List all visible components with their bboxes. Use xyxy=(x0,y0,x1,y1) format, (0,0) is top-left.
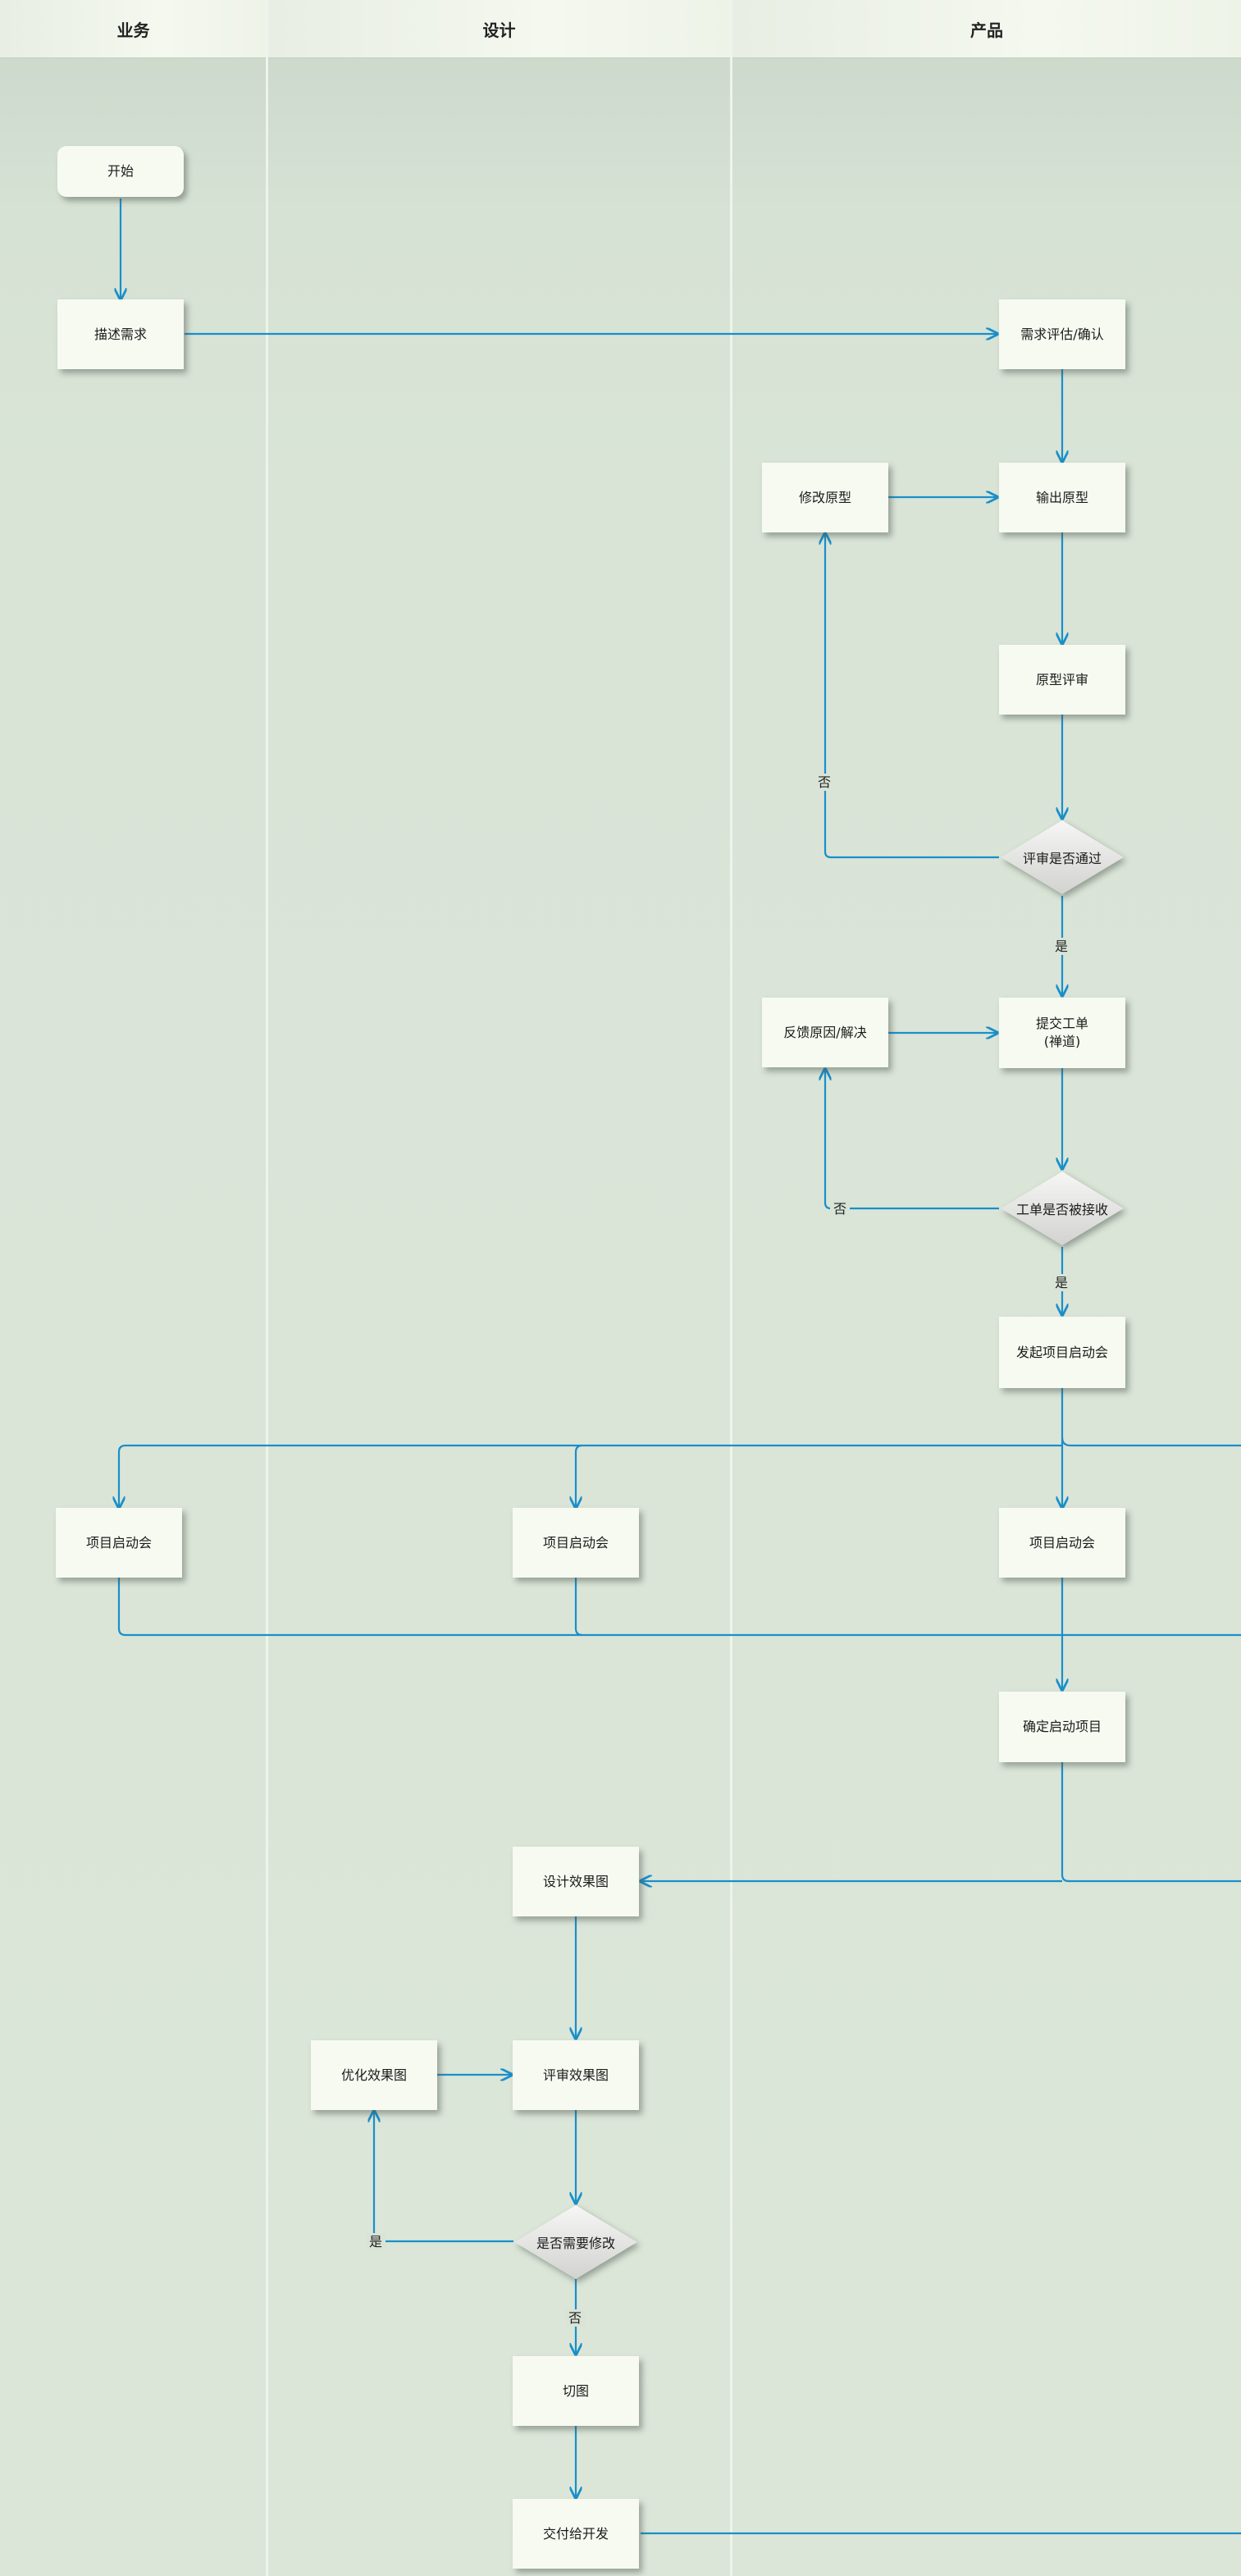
node-ticket-accepted-label: 工单是否被接收 xyxy=(1015,1202,1108,1217)
node-deliver-dev: 交付给开发 xyxy=(513,2499,639,2569)
node-needs-change-label: 是否需要修改 xyxy=(536,2236,615,2251)
node-review-mockup: 评审效果图 xyxy=(513,2040,639,2110)
edge-label-change-no: 否 xyxy=(565,2309,586,2327)
node-feedback-reason: 反馈原因/解决 xyxy=(762,998,888,1067)
node-confirm-project: 确定启动项目 xyxy=(999,1692,1125,1762)
edge-confirm-design xyxy=(1061,1762,1241,1883)
node-review-passed: 评审是否通过 xyxy=(999,819,1125,896)
node-describe-requirement: 描述需求 xyxy=(57,299,184,369)
edge-initiate-kickoff-design xyxy=(576,1444,583,1508)
node-initiate-kickoff-label: 发起项目启动会 xyxy=(1015,1344,1108,1360)
lane-divider-1 xyxy=(266,0,268,2576)
edge-ticket-no xyxy=(825,1069,999,1210)
node-slicing-label: 切图 xyxy=(562,2382,589,2399)
node-optimize-mockup: 优化效果图 xyxy=(311,2040,437,2110)
edge-initiate-bus xyxy=(1061,1436,1241,1447)
node-evaluate-requirement: 需求评估/确认 xyxy=(999,299,1125,369)
node-describe-requirement-label: 描述需求 xyxy=(94,326,147,342)
diamond-shape xyxy=(514,2205,637,2279)
node-slicing: 切图 xyxy=(513,2356,639,2426)
node-modify-prototype-label: 修改原型 xyxy=(798,489,851,505)
node-ticket-accepted: 工单是否被接收 xyxy=(999,1170,1125,1247)
lane-title-design: 设计 xyxy=(482,20,516,40)
node-start-label: 开始 xyxy=(107,163,134,180)
node-kickoff-product: 项目启动会 xyxy=(999,1508,1125,1578)
node-needs-change: 是否需要修改 xyxy=(513,2204,639,2281)
node-kickoff-product-label: 项目启动会 xyxy=(1029,1534,1095,1551)
node-modify-prototype: 修改原型 xyxy=(762,463,888,532)
diamond-shape xyxy=(1001,1172,1124,1245)
node-review-mockup-label: 评审效果图 xyxy=(542,2067,609,2083)
node-optimize-mockup-label: 优化效果图 xyxy=(340,2067,407,2083)
lane-header-design: 设计 xyxy=(268,0,730,58)
edge-label-review-yes: 是 xyxy=(1052,938,1072,956)
lane-title-business: 业务 xyxy=(116,20,150,40)
node-confirm-project-label: 确定启动项目 xyxy=(1022,1719,1102,1735)
lane-header-product: 产品 xyxy=(732,0,1241,58)
node-kickoff-business: 项目启动会 xyxy=(56,1508,182,1578)
edge-change-yes xyxy=(374,2111,513,2243)
edge-kickoff-business-confirm xyxy=(117,1578,1241,1637)
edge-kickoff-design-confirm xyxy=(574,1578,583,1637)
node-prototype-review: 原型评审 xyxy=(999,645,1125,715)
edge-review-no xyxy=(825,533,999,859)
node-design-mockup-label: 设计效果图 xyxy=(542,1873,609,1889)
node-deliver-dev-label: 交付给开发 xyxy=(542,2525,609,2542)
edge-label-review-no: 否 xyxy=(814,774,835,792)
node-evaluate-requirement-label: 需求评估/确认 xyxy=(1020,326,1104,342)
node-submit-ticket: 提交工单 (禅道) xyxy=(999,998,1125,1068)
diamond-shape xyxy=(1001,820,1124,894)
edge-label-ticket-no: 否 xyxy=(830,1200,851,1218)
lane-divider-2 xyxy=(730,0,732,2576)
node-kickoff-design-label: 项目启动会 xyxy=(542,1534,609,1551)
edge-initiate-kickoff-business xyxy=(119,1444,1062,1508)
node-output-prototype: 输出原型 xyxy=(999,463,1125,532)
lane-title-product: 产品 xyxy=(970,20,1003,40)
node-design-mockup: 设计效果图 xyxy=(513,1847,639,1916)
node-kickoff-business-label: 项目启动会 xyxy=(85,1534,152,1551)
edge-label-ticket-yes: 是 xyxy=(1052,1274,1072,1292)
node-feedback-reason-label: 反馈原因/解决 xyxy=(783,1024,867,1040)
node-review-passed-label: 评审是否通过 xyxy=(1022,851,1102,866)
node-prototype-review-label: 原型评审 xyxy=(1035,671,1088,687)
node-output-prototype-label: 输出原型 xyxy=(1035,489,1088,505)
node-submit-ticket-label: 提交工单 xyxy=(1035,1016,1088,1032)
node-start: 开始 xyxy=(57,146,184,197)
node-initiate-kickoff: 发起项目启动会 xyxy=(999,1317,1125,1388)
node-kickoff-design: 项目启动会 xyxy=(513,1508,639,1578)
node-submit-ticket-sublabel: (禅道) xyxy=(1043,1034,1081,1049)
edge-label-change-yes: 是 xyxy=(366,2233,386,2251)
lane-header-business: 业务 xyxy=(0,0,267,58)
